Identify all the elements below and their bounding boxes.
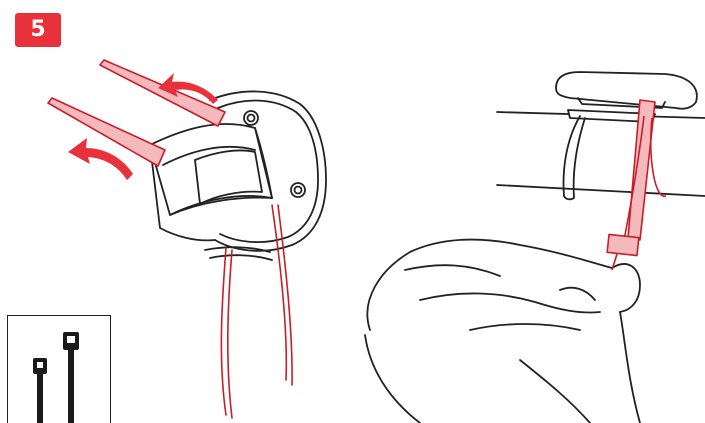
cable-ties-inset [7, 315, 111, 423]
bike-computer-mount [556, 72, 697, 109]
handlebar-assembly [365, 72, 705, 423]
mount-with-cable-ties [150, 91, 326, 260]
cable-tie-icon [8, 316, 111, 423]
cable-tie-pulled [607, 100, 666, 270]
hand-illustration [365, 240, 640, 423]
